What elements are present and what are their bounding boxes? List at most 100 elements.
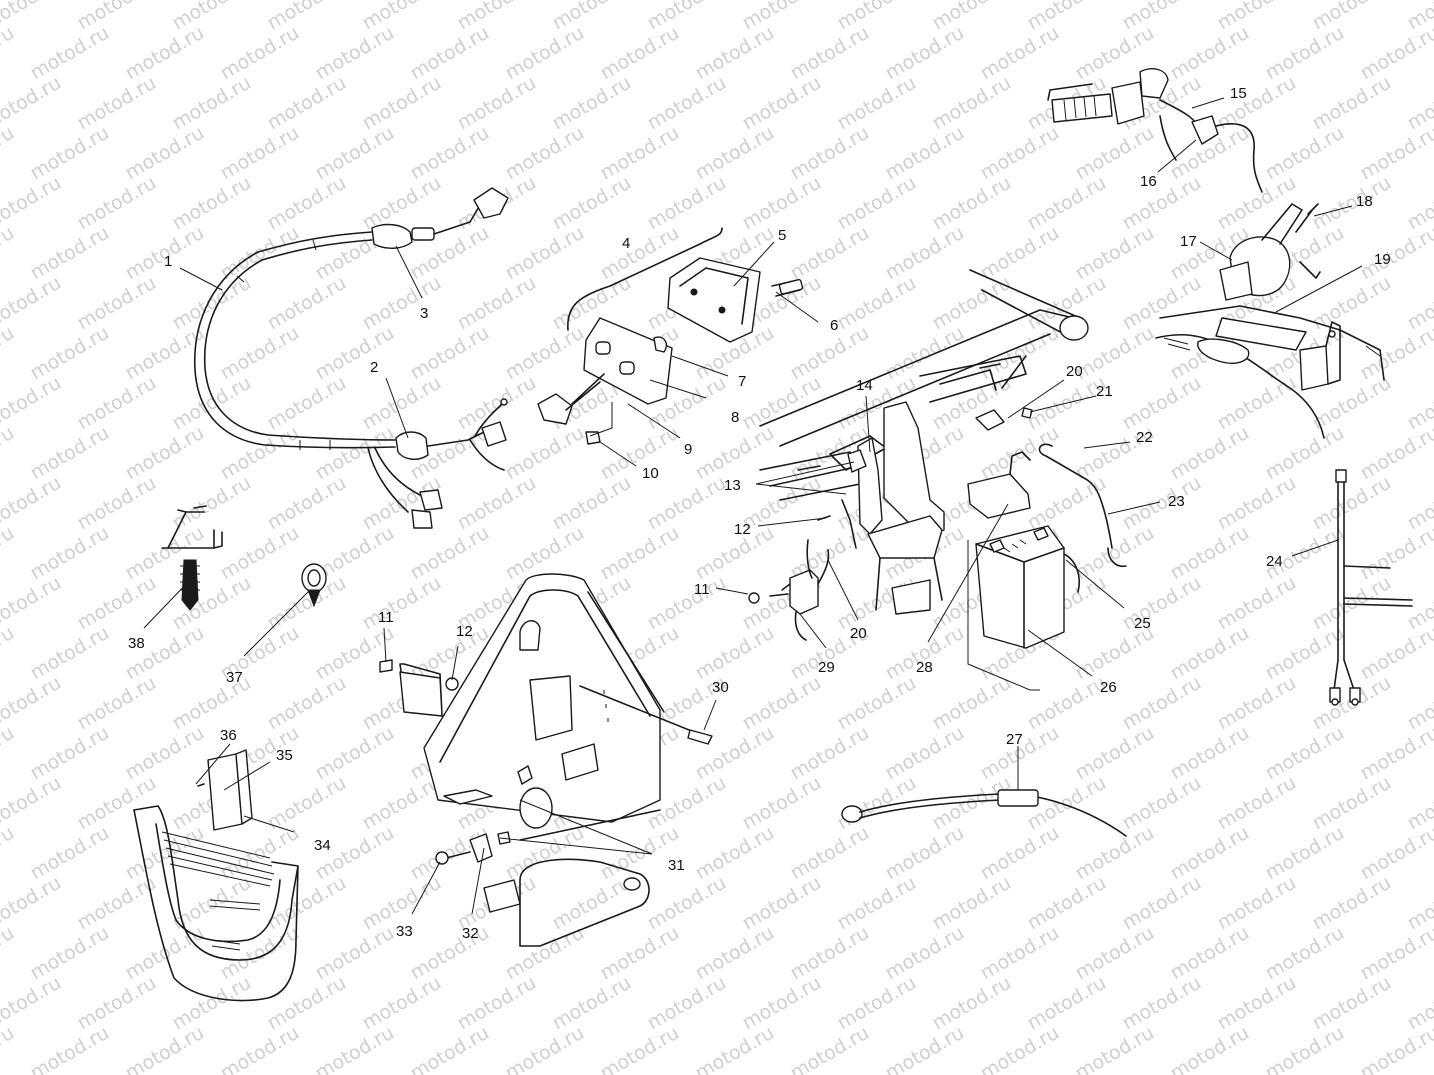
watermark-text: motod.ru: [74, 872, 160, 935]
watermark-text: motod.ru: [217, 522, 303, 585]
watermark-text: motod.ru: [1119, 172, 1205, 235]
watermark-text: motod.ru: [1357, 1022, 1434, 1075]
callout-20a: 20: [1066, 363, 1083, 380]
watermark-text: motod.ru: [1167, 422, 1253, 485]
watermark-text: motod.ru: [1357, 222, 1434, 285]
callout-26: 26: [1100, 679, 1117, 696]
watermark-text: motod.ru: [1309, 72, 1395, 135]
callout-6: 6: [830, 317, 838, 334]
watermark-text: motod.ru: [1024, 672, 1110, 735]
watermark-text: motod.ru: [644, 872, 730, 935]
watermark-text: motod.ru: [1309, 472, 1395, 535]
watermark-text: motod.ru: [549, 72, 635, 135]
watermark-text: motod.ru: [0, 572, 65, 635]
watermark-text: motod.ru: [1024, 972, 1110, 1035]
watermark-text: motod.ru: [312, 1022, 398, 1075]
watermark-text: motod.ru: [74, 972, 160, 1035]
callout-37: 37: [226, 669, 243, 686]
watermark-text: motod.ru: [739, 0, 825, 34]
watermark-text: motod.ru: [834, 872, 920, 935]
watermark-text: motod.ru: [549, 172, 635, 235]
watermark-text: motod.ru: [454, 72, 540, 135]
watermark-text: motod.ru: [1357, 322, 1434, 385]
watermark-text: motod.ru: [1072, 1022, 1158, 1075]
watermark-text: motod.ru: [169, 172, 255, 235]
watermark-text: motod.ru: [217, 922, 303, 985]
watermark-text: motod.ru: [502, 422, 588, 485]
watermark-text: motod.ru: [122, 22, 208, 85]
watermark-text: motod.ru: [0, 822, 18, 885]
watermark-text: motod.ru: [169, 0, 255, 34]
watermark-text: motod.ru: [882, 822, 968, 885]
watermark-text: motod.ru: [312, 122, 398, 185]
watermark-text: motod.ru: [644, 0, 730, 34]
watermark-text: motod.ru: [882, 122, 968, 185]
watermark-text: motod.ru: [359, 372, 445, 435]
watermark-text: motod.ru: [597, 222, 683, 285]
watermark-text: motod.ru: [359, 572, 445, 635]
watermark-text: motod.ru: [1024, 172, 1110, 235]
watermark-text: motod.ru: [502, 322, 588, 385]
watermark-text: motod.ru: [1119, 872, 1205, 935]
watermark-text: motod.ru: [1167, 922, 1253, 985]
callout-17: 17: [1180, 233, 1197, 250]
watermark-text: motod.ru: [1309, 972, 1395, 1035]
watermark-text: motod.ru: [739, 872, 825, 935]
callout-31: 31: [668, 857, 685, 874]
watermark-text: motod.ru: [1309, 0, 1395, 34]
watermark-text: motod.ru: [359, 272, 445, 335]
watermark-text: motod.ru: [27, 222, 113, 285]
callout-12b: 12: [456, 623, 473, 640]
callout-19: 19: [1374, 251, 1391, 268]
watermark-text: motod.ru: [0, 322, 18, 385]
watermark-text: motod.ru: [454, 0, 540, 34]
watermark-text: motod.ru: [217, 322, 303, 385]
watermark-text: motod.ru: [0, 772, 65, 835]
watermark-text: motod.ru: [929, 0, 1015, 34]
watermark-text: motod.ru: [787, 822, 873, 885]
watermark-text: motod.ru: [692, 622, 778, 685]
callout-22: 22: [1136, 429, 1153, 446]
watermark-text: motod.ru: [1167, 522, 1253, 585]
watermark-text: motod.ru: [27, 22, 113, 85]
watermark-text: motod.ru: [1214, 472, 1300, 535]
watermark-text: motod.ru: [882, 22, 968, 85]
watermark-text: motod.ru: [74, 772, 160, 835]
watermark-text: motod.ru: [27, 622, 113, 685]
watermark-text: motod.ru: [1214, 572, 1300, 635]
watermark-text: motod.ru: [0, 22, 18, 85]
watermark-text: motod.ru: [312, 722, 398, 785]
wire-harness: [193, 187, 509, 529]
watermark-text: motod.ru: [27, 122, 113, 185]
watermark-text: motod.ru: [122, 122, 208, 185]
callout-2: 2: [370, 359, 378, 376]
watermark-text: motod.ru: [644, 172, 730, 235]
watermark-text: motod.ru: [169, 72, 255, 135]
solenoid-mount: [748, 515, 831, 641]
watermark-text: motod.ru: [929, 172, 1015, 235]
callout-21: 21: [1096, 383, 1113, 400]
watermark-text: motod.ru: [407, 322, 493, 385]
watermark-text: motod.ru: [929, 72, 1015, 135]
watermark-text: motod.ru: [977, 822, 1063, 885]
watermark-text: motod.ru: [739, 172, 825, 235]
watermark-text: motod.ru: [977, 922, 1063, 985]
callout-30: 30: [712, 679, 729, 696]
watermark-text: motod.ru: [1262, 622, 1348, 685]
callout-8: 8: [731, 409, 739, 426]
callout-9: 9: [684, 441, 692, 458]
watermark-text: motod.ru: [1214, 0, 1300, 34]
watermark-text: motod.ru: [1214, 772, 1300, 835]
watermark-text: motod.ru: [264, 972, 350, 1035]
horn-mount: [1155, 203, 1385, 439]
watermark-text: motod.ru: [1214, 872, 1300, 935]
watermark-text: motod.ru: [834, 72, 920, 135]
watermark-text: motod.ru: [502, 922, 588, 985]
watermark-text: motod.ru: [1357, 22, 1434, 85]
watermark-text: motod.ru: [1167, 22, 1253, 85]
watermark-text: motod.ru: [1167, 1022, 1253, 1075]
watermark-text: motod.ru: [597, 1022, 683, 1075]
callout-11a: 11: [694, 581, 710, 598]
callout-23: 23: [1168, 493, 1185, 510]
watermark-text: motod.ru: [0, 922, 18, 985]
